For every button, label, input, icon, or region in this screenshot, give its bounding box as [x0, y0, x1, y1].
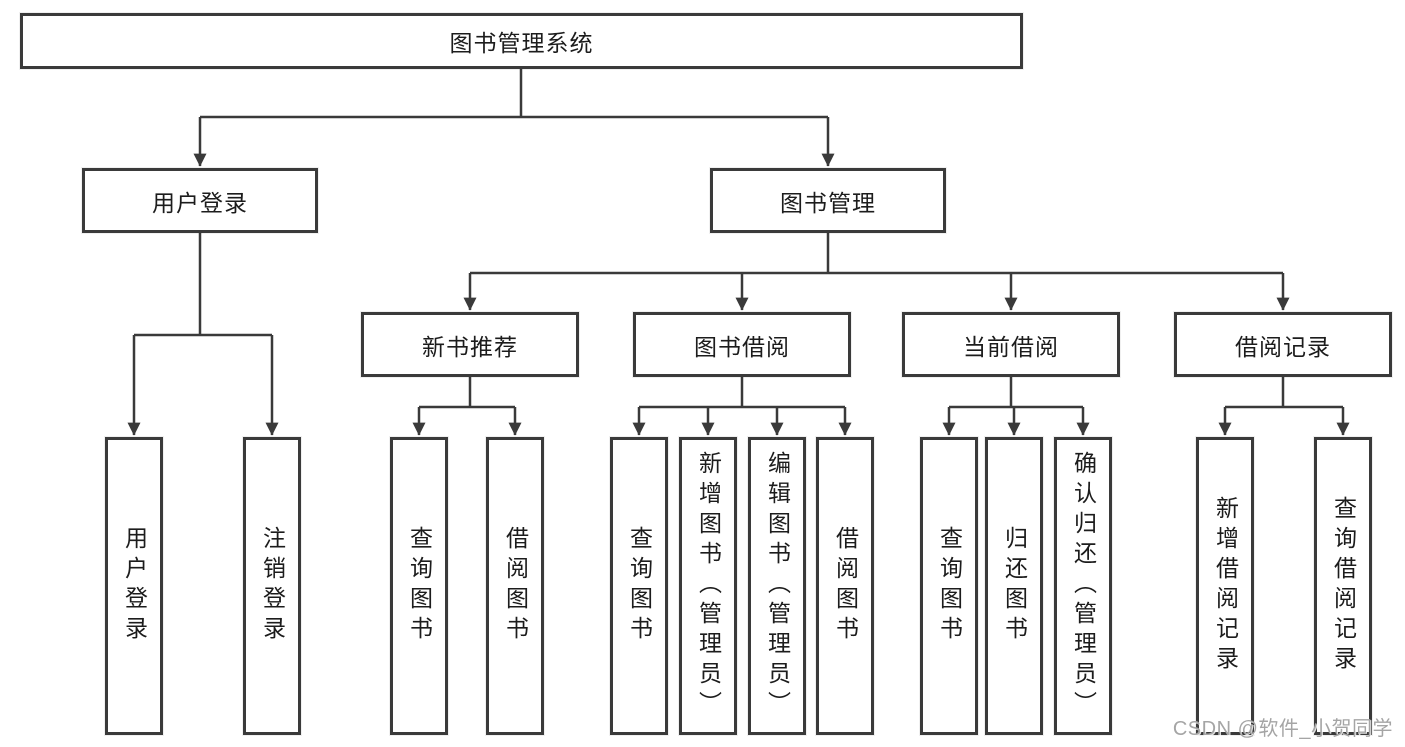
node-label: 新增图书（管理员） — [695, 451, 722, 721]
node-confirm-return-admin: 确认归还（管理员） — [1054, 437, 1112, 735]
node-book-management: 图书管理 — [710, 168, 946, 233]
node-new-book-recommend: 新书推荐 — [361, 312, 579, 377]
node-logout-action: 注销登录 — [243, 437, 301, 735]
node-label: 新书推荐 — [422, 333, 518, 360]
node-label: 查询图书 — [936, 526, 963, 646]
node-label: 编辑图书（管理员） — [764, 451, 791, 721]
node-label: 借阅图书 — [832, 526, 859, 646]
connector-borrow-record-to-leaves — [1218, 377, 1350, 436]
node-label: 用户登录 — [121, 526, 148, 646]
csdn-watermark: CSDN @软件_小贺同学 — [1172, 718, 1393, 740]
node-label: 确认归还（管理员） — [1070, 451, 1097, 721]
node-user-login-action: 用户登录 — [105, 437, 163, 735]
node-label: 图书管理 — [780, 189, 876, 216]
node-user-login: 用户登录 — [82, 168, 318, 233]
node-add-borrow-record: 新增借阅记录 — [1196, 437, 1254, 735]
node-edit-book-admin: 编辑图书（管理员） — [748, 437, 806, 735]
node-label: 图书借阅 — [694, 333, 790, 360]
node-book-borrow: 图书借阅 — [633, 312, 851, 377]
node-label: 归还图书 — [1001, 526, 1028, 646]
node-label: 用户登录 — [152, 189, 248, 216]
node-label: 当前借阅 — [963, 333, 1059, 360]
connector-new-book-recommend-to-leaves — [412, 377, 522, 436]
node-borrow-books-recommend: 借阅图书 — [486, 437, 544, 735]
node-add-book-admin: 新增图书（管理员） — [679, 437, 737, 735]
node-label: 借阅图书 — [502, 526, 529, 646]
node-label: 查询借阅记录 — [1330, 496, 1357, 676]
connector-current-borrow-to-leaves — [942, 377, 1090, 436]
node-label: 借阅记录 — [1235, 333, 1331, 360]
node-current-borrow: 当前借阅 — [902, 312, 1120, 377]
node-label: 图书管理系统 — [449, 30, 594, 56]
node-label: 查询图书 — [406, 526, 433, 646]
connector-book-management-to-level3 — [463, 233, 1290, 311]
node-query-books-current: 查询图书 — [920, 437, 978, 735]
node-label: 查询图书 — [626, 526, 653, 646]
node-borrow-record: 借阅记录 — [1174, 312, 1392, 377]
connector-root-to-level2 — [193, 69, 835, 167]
connector-book-borrow-to-leaves — [632, 377, 852, 436]
node-return-book: 归还图书 — [985, 437, 1043, 735]
node-label: 注销登录 — [259, 526, 286, 646]
node-query-books-borrow: 查询图书 — [610, 437, 668, 735]
connector-user-login-to-leaves — [127, 233, 279, 436]
node-borrow-books: 借阅图书 — [816, 437, 874, 735]
node-query-books-recommend: 查询图书 — [390, 437, 448, 735]
node-query-borrow-record: 查询借阅记录 — [1314, 437, 1372, 735]
node-label: 新增借阅记录 — [1212, 496, 1239, 676]
node-library-management-system: 图书管理系统 — [20, 13, 1023, 69]
